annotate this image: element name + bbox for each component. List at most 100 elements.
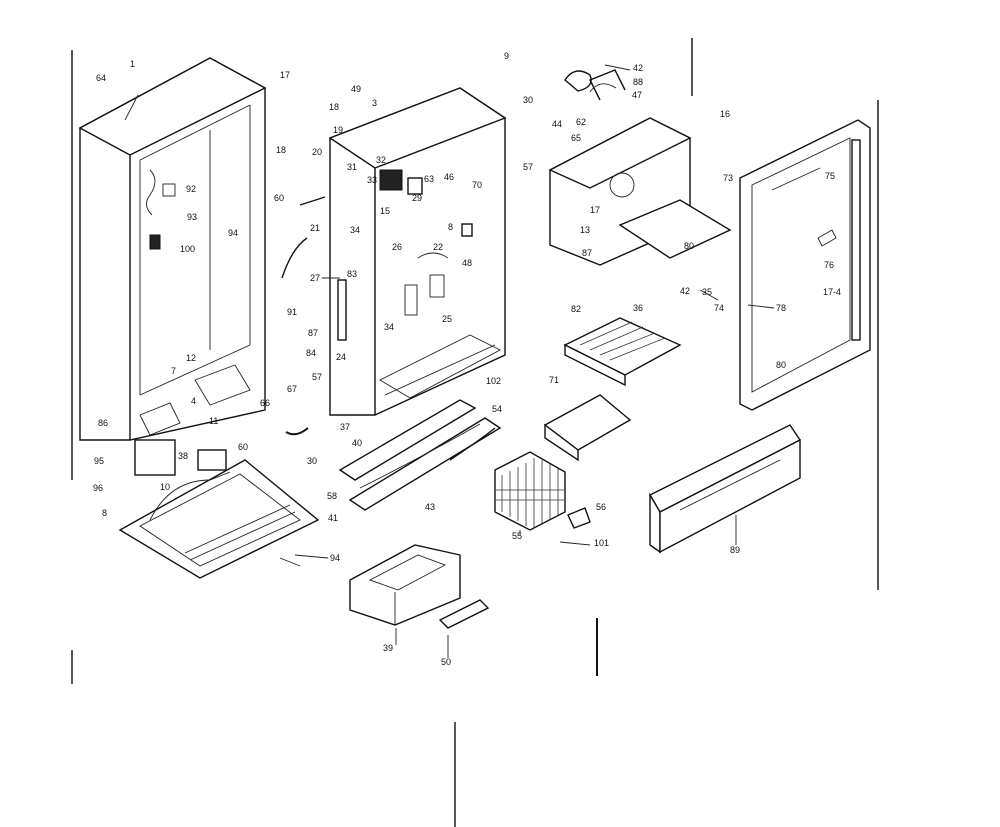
callout: 65 — [571, 133, 581, 143]
callout: 34 — [350, 225, 360, 235]
callout: 80 — [684, 241, 694, 251]
callout: 8 — [448, 222, 453, 232]
callout: 42 — [680, 286, 690, 296]
callout: 87 — [582, 248, 592, 258]
callout: 4 — [191, 396, 196, 406]
callout: 21 — [310, 223, 320, 233]
callout: 41 — [328, 513, 338, 523]
border-lines — [71, 38, 879, 827]
callout: 60 — [274, 193, 284, 203]
callout: 3 — [372, 98, 377, 108]
callout: 18 — [276, 145, 286, 155]
callout: 101 — [594, 538, 609, 548]
callout: 29 — [412, 193, 422, 203]
callout: 58 — [327, 491, 337, 501]
callout: 36 — [633, 303, 643, 313]
callout-labels: 64 1 17 18 19 18 20 92 93 100 60 21 27 4… — [93, 51, 841, 667]
callout: 49 — [351, 84, 361, 94]
callout: 10 — [160, 482, 170, 492]
callout: 84 — [306, 348, 316, 358]
callout: 16 — [720, 109, 730, 119]
callout: 12 — [186, 353, 196, 363]
callout: 18 — [329, 102, 339, 112]
callout: 92 — [186, 184, 196, 194]
callout: 39 — [383, 643, 393, 653]
callout: 88 — [633, 77, 643, 87]
ice-chute — [543, 394, 632, 462]
callout: 60 — [238, 442, 248, 452]
callout: 63 — [424, 174, 434, 184]
callout: 40 — [352, 438, 362, 448]
callout: 30 — [523, 95, 533, 105]
callout: 34 — [384, 322, 394, 332]
callout: 30 — [307, 456, 317, 466]
callout: 31 — [347, 162, 357, 172]
cabinet-shell — [78, 57, 267, 441]
callout: 47 — [632, 90, 642, 100]
callout: 66 — [260, 398, 270, 408]
callout: 75 — [825, 171, 835, 181]
callout: 26 — [392, 242, 402, 252]
callout: 46 — [444, 172, 454, 182]
callout: 37 — [340, 422, 350, 432]
callout: 15 — [380, 206, 390, 216]
callout: 35 — [702, 287, 712, 297]
callout: 102 — [486, 376, 501, 386]
callout: 70 — [472, 180, 482, 190]
callout: 33 — [367, 175, 377, 185]
callout: 9 — [504, 51, 509, 61]
callout: 74 — [714, 303, 724, 313]
callout: 1 — [130, 59, 135, 69]
callout: 89 — [730, 545, 740, 555]
callout: 95 — [94, 456, 104, 466]
callout: 32 — [376, 155, 386, 165]
callout: 64 — [96, 73, 106, 83]
callout: 17 — [590, 205, 600, 215]
callout: 22 — [433, 242, 443, 252]
wire-basket — [494, 451, 591, 531]
ice-tray — [563, 317, 682, 387]
callout: 80 — [776, 360, 786, 370]
callout: 20 — [312, 147, 322, 157]
callout: 93 — [187, 212, 197, 222]
callout: 73 — [723, 173, 733, 183]
cabinet-base — [118, 364, 320, 579]
callout: 76 — [824, 260, 834, 270]
callout: 100 — [180, 244, 195, 254]
callout: 94 — [228, 228, 238, 238]
callout: 78 — [776, 303, 786, 313]
toe-grille — [649, 424, 802, 554]
crisper-pan — [349, 544, 490, 629]
callout: 13 — [580, 225, 590, 235]
callout: 25 — [442, 314, 452, 324]
callout: 44 — [552, 119, 562, 129]
ice-maker-assembly — [548, 69, 732, 266]
callout: 86 — [98, 418, 108, 428]
callout: 57 — [312, 372, 322, 382]
callout: 91 — [287, 307, 297, 317]
callout: 94 — [330, 553, 340, 563]
callout: 50 — [441, 657, 451, 667]
callout: 24 — [336, 352, 346, 362]
door — [739, 119, 871, 411]
callout: 42 — [633, 63, 643, 73]
callout: 54 — [492, 404, 502, 414]
callout: 17-4 — [823, 287, 841, 297]
leader-lines — [124, 64, 821, 658]
shelf-rails — [338, 399, 502, 511]
callout: 67 — [287, 384, 297, 394]
callout: 17 — [280, 70, 290, 80]
callout: 7 — [171, 366, 176, 376]
callout: 19 — [333, 125, 343, 135]
callout: 43 — [425, 502, 435, 512]
callout: 55 — [512, 531, 522, 541]
callout: 8 — [102, 508, 107, 518]
callout: 11 — [209, 416, 218, 426]
callout: 96 — [93, 483, 103, 493]
callout: 48 — [462, 258, 472, 268]
callout: 71 — [549, 375, 559, 385]
callout: 87 — [308, 328, 318, 338]
callout: 57 — [523, 162, 533, 172]
callout: 38 — [178, 451, 188, 461]
